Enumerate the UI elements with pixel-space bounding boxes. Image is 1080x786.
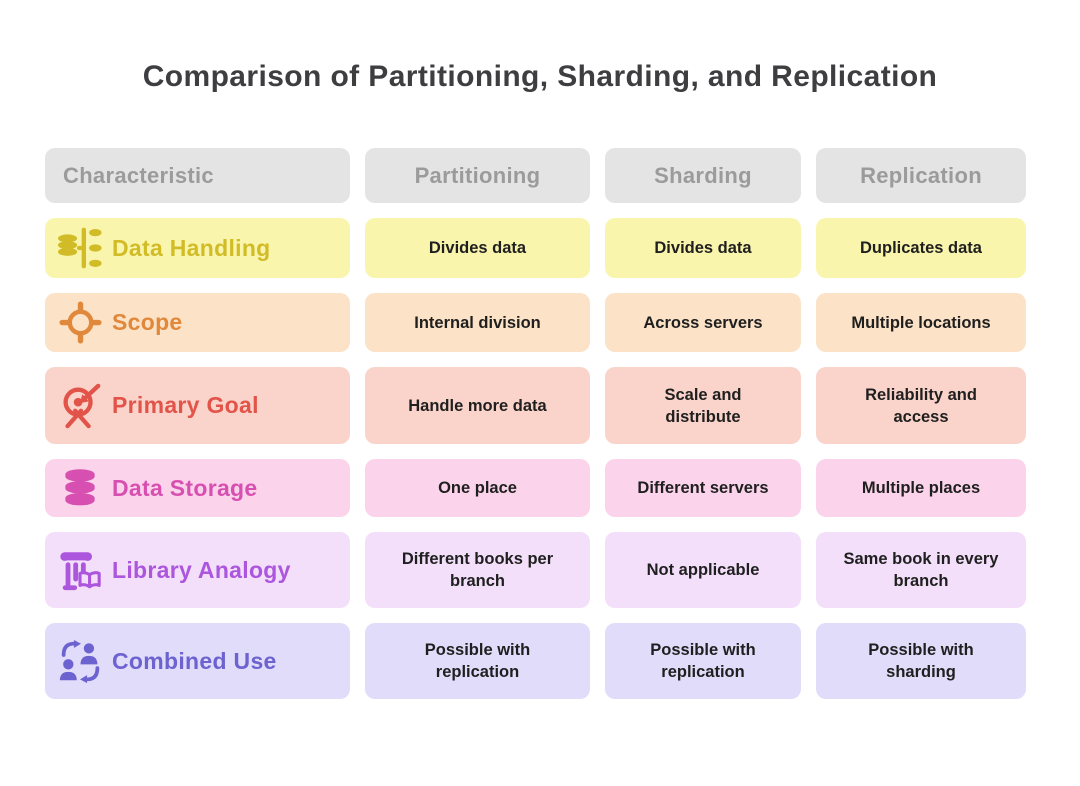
row-label-data-handling: Data Handling xyxy=(45,218,350,278)
row-label-library-analogy: Library Analogy xyxy=(45,532,350,608)
row-label-data-storage: Data Storage xyxy=(45,459,350,517)
row-label-primary-goal: Primary Goal xyxy=(45,367,350,444)
cell-data-storage-partitioning: One place xyxy=(365,459,590,517)
cell-data-handling-replication: Duplicates data xyxy=(816,218,1026,278)
database-icon xyxy=(56,466,104,510)
cell-combined-use-replication: Possible with sharding xyxy=(816,623,1026,699)
cell-library-analogy-sharding: Not applicable xyxy=(605,532,801,608)
row-label-scope: Scope xyxy=(45,293,350,352)
cell-data-handling-sharding: Divides data xyxy=(605,218,801,278)
row-label-text: Scope xyxy=(112,309,183,335)
bullseye-arrow-icon xyxy=(56,383,104,429)
page-title: Comparison of Partitioning, Sharding, an… xyxy=(142,60,938,93)
cell-data-storage-replication: Multiple places xyxy=(816,459,1026,517)
cell-scope-replication: Multiple locations xyxy=(816,293,1026,352)
cell-data-handling-partitioning: Divides data xyxy=(365,218,590,278)
cell-primary-goal-replication: Reliability and access xyxy=(816,367,1026,444)
cell-library-analogy-partitioning: Different books per branch xyxy=(365,532,590,608)
row-label-text: Primary Goal xyxy=(112,392,259,418)
cell-data-storage-sharding: Different servers xyxy=(605,459,801,517)
cell-primary-goal-partitioning: Handle more data xyxy=(365,367,590,444)
comparison-table: Characteristic Partitioning Sharding Rep… xyxy=(45,148,1026,699)
library-column-book-icon xyxy=(56,547,104,593)
cell-combined-use-partitioning: Possible with replication xyxy=(365,623,590,699)
column-header-sharding: Sharding xyxy=(605,148,801,203)
database-split-icon xyxy=(56,225,104,271)
column-header-partitioning: Partitioning xyxy=(365,148,590,203)
cell-library-analogy-replication: Same book in every branch xyxy=(816,532,1026,608)
column-header-replication: Replication xyxy=(816,148,1026,203)
cell-scope-partitioning: Internal division xyxy=(365,293,590,352)
row-label-text: Library Analogy xyxy=(112,556,291,583)
column-header-characteristic: Characteristic xyxy=(45,148,350,203)
cell-combined-use-sharding: Possible with replication xyxy=(605,623,801,699)
row-label-combined-use: Combined Use xyxy=(45,623,350,699)
row-label-text: Combined Use xyxy=(112,647,277,674)
cell-scope-sharding: Across servers xyxy=(605,293,801,352)
crosshair-target-icon xyxy=(56,301,104,344)
row-label-text: Data Storage xyxy=(112,474,258,501)
cell-primary-goal-sharding: Scale and distribute xyxy=(605,367,801,444)
people-swap-icon xyxy=(56,639,104,684)
row-label-text: Data Handling xyxy=(112,234,271,261)
